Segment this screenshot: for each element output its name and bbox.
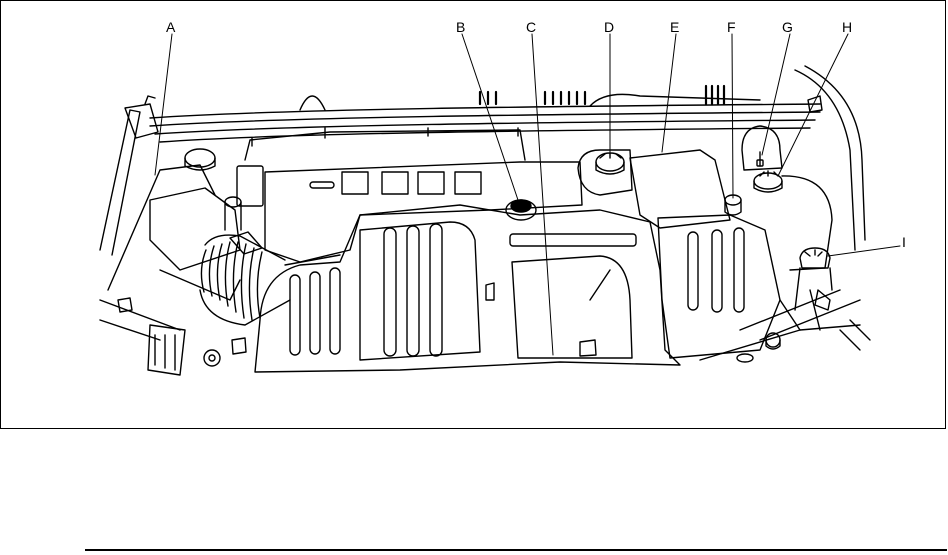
leader-a xyxy=(155,34,172,175)
leader-g xyxy=(762,34,790,155)
callout-f: F xyxy=(727,20,736,34)
fluid-reservoir-cap xyxy=(754,171,832,270)
callout-e: E xyxy=(670,20,679,34)
leader-b xyxy=(462,34,518,200)
air-cleaner-housing xyxy=(630,150,780,358)
engine-cover xyxy=(255,205,680,372)
callout-c: C xyxy=(526,20,536,34)
page-divider-rule xyxy=(85,549,947,551)
leader-i xyxy=(828,246,900,256)
leader-f xyxy=(732,34,733,198)
right-side-structure xyxy=(700,66,870,362)
brake-fluid-reservoir xyxy=(742,126,782,170)
callout-i: I xyxy=(902,235,906,249)
callout-d: D xyxy=(604,20,614,34)
callout-b: B xyxy=(456,20,465,34)
callout-leader-lines xyxy=(155,34,900,355)
callout-h: H xyxy=(842,20,852,34)
callout-a: A xyxy=(166,20,175,34)
cowl-vent-slots xyxy=(480,86,724,104)
engine-compartment-illustration xyxy=(0,0,948,430)
leader-h xyxy=(778,34,848,176)
callout-g: G xyxy=(782,20,793,34)
leader-e xyxy=(662,34,676,152)
leader-c xyxy=(532,34,553,355)
coolant-reservoir xyxy=(578,150,632,195)
air-intake-duct xyxy=(200,166,290,325)
